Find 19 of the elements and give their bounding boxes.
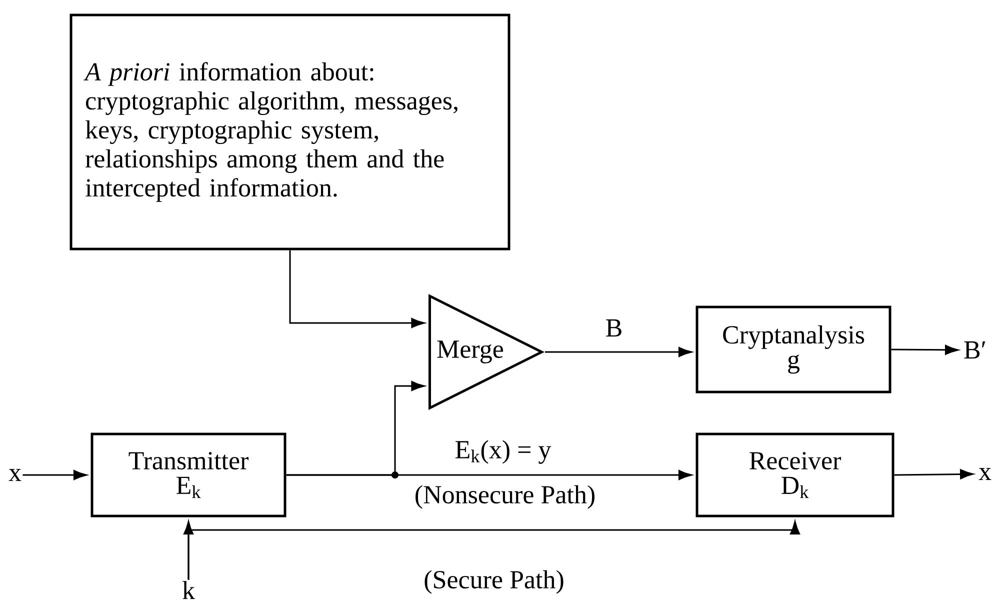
arrow (22, 470, 87, 480)
signal-label: k (182, 580, 195, 600)
signal-label: B′ (964, 341, 986, 359)
arrow (188, 521, 800, 580)
arrow (891, 344, 958, 355)
arrow (545, 347, 692, 357)
process-box: Transmitter E$_{k}$ (90, 432, 286, 518)
arrow (894, 469, 974, 480)
edge-label: E$_{k}$(x) = y (456, 440, 552, 464)
arrow (286, 470, 692, 480)
path-label: (Nonsecure Path) (416, 485, 594, 509)
process-box: Receiver D$_{k}$ (696, 432, 894, 518)
arrow (289, 250, 425, 328)
info-box: A priori information about: cryptographic algorithm, messages, keys, cryptographic system, relationships among them and the intercepted information. (70, 14, 510, 250)
process-box: Cryptanalysis g (696, 306, 892, 394)
edge-label: (Secure Path) (424, 570, 564, 594)
edge-label: B (606, 319, 622, 337)
signal-label: x (978, 468, 992, 480)
signal-label: x (8, 469, 22, 481)
